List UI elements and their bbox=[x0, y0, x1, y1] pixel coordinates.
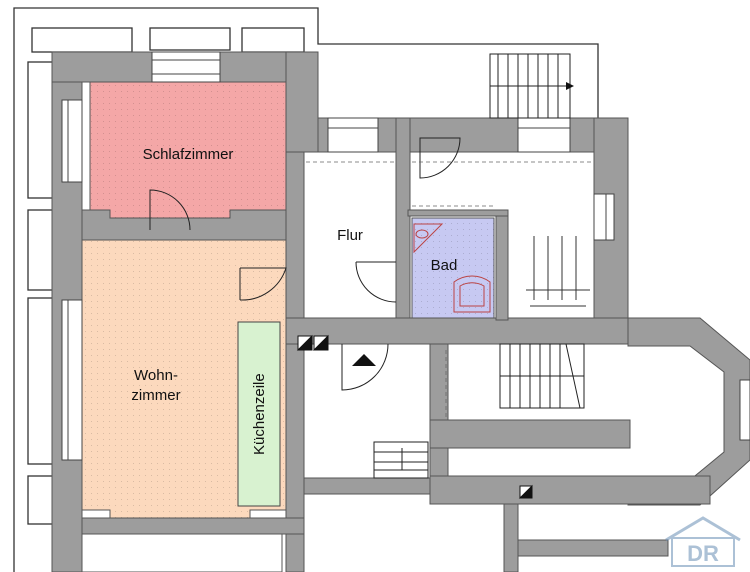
stairs-arrow bbox=[566, 82, 574, 90]
triangle-up-icon bbox=[352, 354, 376, 366]
kuechenzeile-counter bbox=[237, 321, 281, 507]
wohnzimmer-label: Wohn- zimmer bbox=[108, 366, 204, 407]
wohnzimmer-label-line2: zimmer bbox=[131, 387, 181, 405]
drying-rack bbox=[526, 236, 590, 307]
windows bbox=[61, 51, 750, 461]
logo-text: DR bbox=[687, 541, 719, 566]
room-fills bbox=[81, 81, 495, 519]
bath-fixtures bbox=[413, 223, 491, 313]
detail-lines bbox=[306, 161, 594, 420]
stairs-small bbox=[373, 441, 429, 479]
stairs-center bbox=[499, 343, 585, 409]
wohnzimmer-label-line1: Wohn- bbox=[134, 367, 178, 384]
schlafzimmer-label: Schlafzimmer bbox=[142, 146, 234, 163]
shaft-markers bbox=[296, 334, 533, 499]
flur-label: Flur bbox=[337, 227, 363, 244]
flur-room bbox=[303, 151, 397, 319]
dr-logo: DR bbox=[665, 516, 741, 567]
kuechenzeile-label: Küchenzeile bbox=[250, 373, 268, 455]
bad-label: Bad bbox=[430, 257, 458, 274]
stairs-top bbox=[489, 53, 572, 119]
